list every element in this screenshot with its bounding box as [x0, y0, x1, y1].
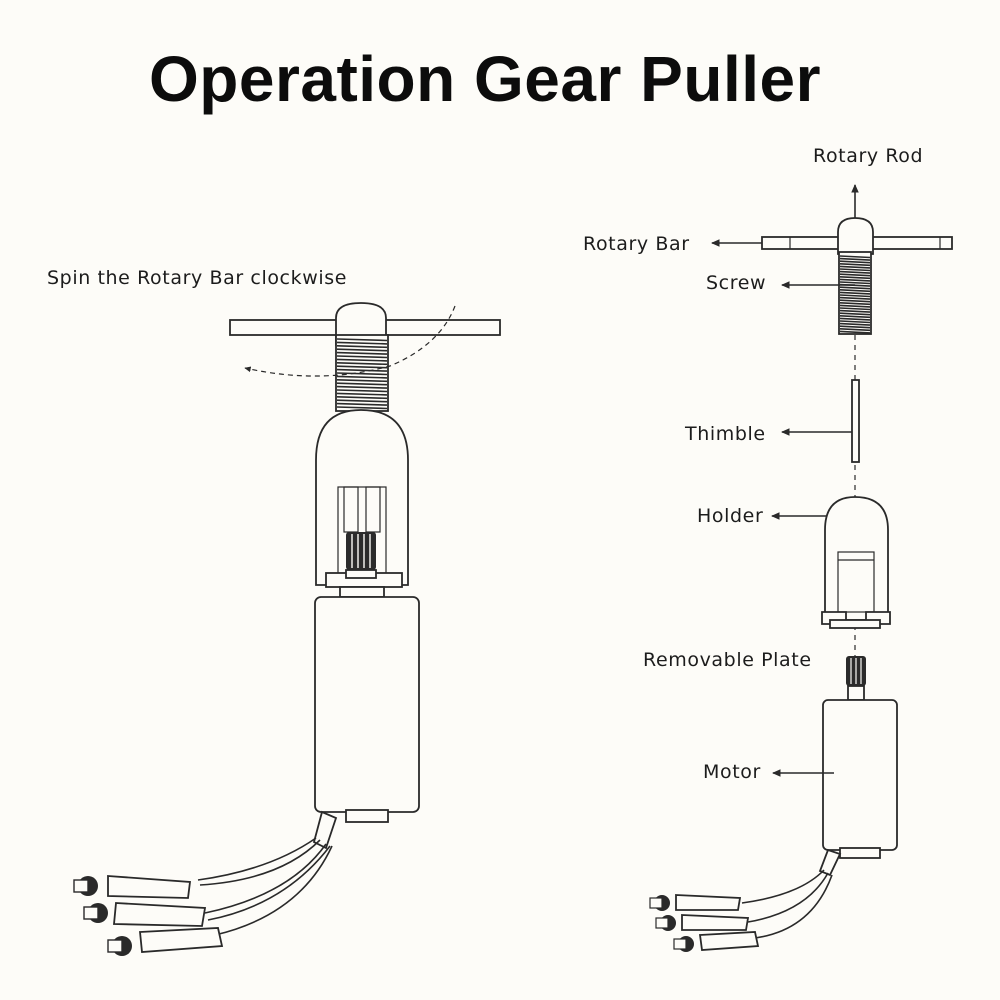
label-holder: Holder: [697, 505, 763, 527]
holder-exploded: [825, 497, 888, 620]
motor-assembled: [315, 597, 419, 812]
instruction-text: Spin the Rotary Bar clockwise: [47, 267, 347, 289]
label-thimble: Thimble: [684, 423, 766, 445]
removable-plate-exploded: [830, 620, 880, 628]
motor-exploded: [823, 700, 897, 850]
motor-wires-exploded: [650, 850, 840, 952]
motor-wires-assembled: [74, 812, 336, 956]
label-rotary-bar: Rotary Bar: [583, 233, 690, 255]
label-screw: Screw: [706, 272, 766, 294]
exploded-puller: Rotary Rod Rotary Bar Screw Thimble Hold…: [583, 145, 952, 952]
assembled-puller: Spin the Rotary Bar clockwise: [47, 267, 500, 956]
gear-assembled: [346, 532, 376, 570]
label-motor: Motor: [703, 761, 761, 783]
label-rotary-rod: Rotary Rod: [813, 145, 923, 167]
thimble: [852, 380, 859, 462]
rotary-cap-exploded: [838, 218, 873, 254]
label-removable-plate: Removable Plate: [643, 649, 812, 671]
